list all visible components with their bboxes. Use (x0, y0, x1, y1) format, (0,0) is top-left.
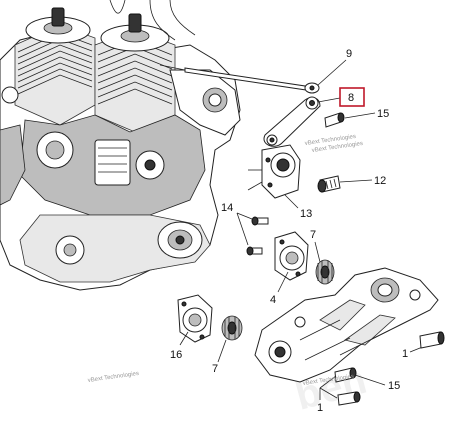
leader-15-bottom (354, 374, 386, 386)
part-7-roller-top (315, 259, 335, 285)
engine-assembly (0, 0, 241, 291)
watermark-text: vBext Technologies (87, 371, 139, 384)
callout-8: 8 (348, 92, 354, 104)
leader-13-b (247, 181, 263, 191)
leader-16 (179, 331, 189, 346)
callout-15-top: 15 (377, 108, 389, 120)
callout-8-highlight-box (339, 87, 365, 107)
callout-1-right: 1 (402, 348, 408, 360)
leader-1-bottom-a (319, 375, 337, 389)
part-16-flange (177, 294, 213, 343)
callout-14: 14 (221, 202, 233, 214)
callout-1-bottom: 1 (317, 402, 323, 414)
leader-14-a (236, 212, 253, 220)
leader-4 (277, 271, 289, 293)
callout-13: 13 (300, 208, 312, 220)
part-8-link-arm (263, 96, 321, 147)
leader-7-top (314, 241, 321, 263)
part-12-bolt (317, 175, 341, 193)
part-1-bolt-right (419, 331, 445, 349)
part-9-rod (159, 64, 320, 94)
part-15-bolt-top (324, 112, 345, 128)
callout-15-bottom: 15 (388, 380, 400, 392)
callout-12: 12 (374, 175, 386, 187)
leader-1-bottom-b (319, 387, 338, 399)
part-15-bolt-bottom (334, 367, 357, 383)
callout-9: 9 (346, 48, 352, 60)
part-1-main-bracket (254, 267, 439, 383)
leader-14-b (236, 212, 249, 246)
callout-7-top: 7 (310, 229, 316, 241)
leader-8 (317, 97, 341, 103)
callout-4: 4 (270, 294, 276, 306)
leader-15-top (344, 112, 376, 119)
part-4-flange (274, 231, 309, 281)
callout-16: 16 (170, 349, 182, 361)
leader-9 (317, 59, 347, 86)
part-1-bolt-bottom (337, 391, 361, 406)
leader-7-bottom (217, 339, 227, 363)
leader-12 (339, 179, 373, 183)
part-13-bracket (261, 144, 301, 199)
part-14-screws (246, 216, 269, 256)
part-7-roller-bottom (221, 315, 243, 341)
callout-7-bottom: 7 (212, 363, 218, 375)
leader-13 (284, 194, 299, 209)
